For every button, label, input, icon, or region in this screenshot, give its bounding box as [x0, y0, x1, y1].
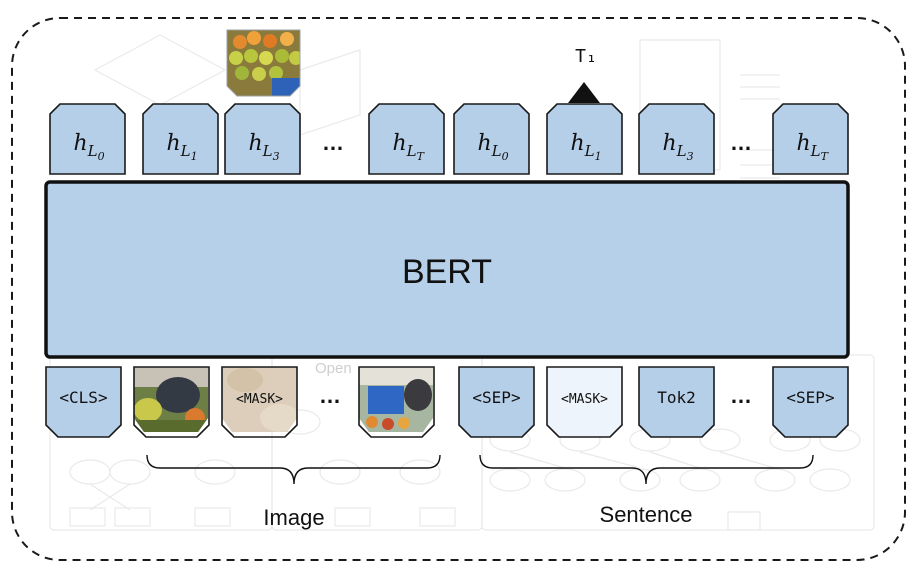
output-token-subsub: 1 [595, 150, 602, 163]
output-token-shape [453, 103, 530, 175]
output-token-base: h [393, 131, 407, 156]
output-token-subsub: T [821, 150, 830, 163]
input-token-box: <SEP> [772, 366, 849, 438]
output-token-sub: L [180, 142, 191, 160]
output-token-base: h [663, 131, 677, 156]
output-token-base: h [249, 131, 263, 156]
output-token-label: hLT [393, 131, 426, 163]
output-token-sub: L [676, 142, 687, 160]
output-token-base: h [478, 131, 492, 156]
output-ellipsis: … [322, 130, 344, 155]
output-token-subsub: 0 [502, 150, 509, 163]
output-token-base: h [571, 131, 585, 156]
input-token-box: <MASK> [546, 366, 623, 438]
output-token-box: hLT [368, 103, 445, 175]
output-token-sub: L [810, 142, 821, 160]
input-token-box [133, 366, 210, 438]
input-ellipsis: … [730, 383, 752, 408]
input-token-shape [358, 366, 435, 438]
output-token-label: hL3 [663, 131, 694, 163]
output-token-shape [546, 103, 623, 175]
output-token-subsub: 0 [98, 150, 105, 163]
mask-target-label: T₁ [575, 46, 597, 67]
output-token-base: h [74, 131, 88, 156]
input-token-label: <MASK> [561, 392, 608, 407]
output-token-label: hL3 [249, 131, 280, 163]
output-token-sub: L [584, 142, 595, 160]
input-token-label: <SEP> [472, 388, 520, 407]
background-text-right: Open [315, 360, 352, 377]
output-token-base: h [167, 131, 181, 156]
input-image-1 [134, 367, 208, 432]
output-token-sub: L [87, 142, 98, 160]
top-image-thumbnail [227, 30, 300, 96]
input-token-shape [546, 366, 623, 438]
output-token-box: hL0 [49, 103, 126, 175]
input-token-box: Tok2 [638, 366, 715, 438]
output-token-subsub: 3 [687, 150, 694, 163]
output-token-subsub: 1 [191, 150, 198, 163]
output-token-shape [638, 103, 715, 175]
input-token-label: Tok2 [657, 388, 696, 407]
input-token-box: <SEP> [458, 366, 535, 438]
output-token-sub: L [262, 142, 273, 160]
input-token-row: <CLS> <MASK> … <SEP> <MASK> Tok2 … <SEP> [45, 366, 849, 438]
input-ellipsis: … [319, 383, 341, 408]
output-token-label: hL1 [167, 131, 198, 163]
image-group-label: Image [263, 505, 324, 530]
output-token-shape [49, 103, 126, 175]
sentence-group-label: Sentence [600, 502, 693, 527]
input-token-shape [45, 366, 122, 438]
input-token-label: <CLS> [59, 388, 107, 407]
input-token-label: <SEP> [786, 388, 834, 407]
input-token-box: <CLS> [45, 366, 122, 438]
output-ellipsis: … [730, 130, 752, 155]
input-token-shape [638, 366, 715, 438]
output-token-subsub: T [417, 150, 426, 163]
output-token-box: hL0 [453, 103, 530, 175]
output-token-box: hL3 [224, 103, 301, 175]
top-image-frame [226, 29, 301, 97]
output-token-shape [772, 103, 849, 175]
output-token-shape [142, 103, 219, 175]
output-token-shape [224, 103, 301, 175]
output-token-label: hL1 [571, 131, 602, 163]
outer-dashed-border [11, 17, 906, 561]
sentence-group-brace [479, 454, 814, 485]
output-token-shape [368, 103, 445, 175]
output-token-sub: L [406, 142, 417, 160]
output-token-subsub: 3 [273, 150, 280, 163]
bert-encoder-block [44, 180, 850, 359]
input-token-box [358, 366, 435, 438]
input-token-label: <MASK> [236, 392, 283, 407]
output-token-label: hL0 [74, 131, 105, 163]
input-token-shape [221, 366, 298, 438]
input-image-3 [359, 367, 433, 432]
input-token-shape [458, 366, 535, 438]
bert-label: BERT [402, 253, 492, 291]
output-token-box: hL3 [638, 103, 715, 175]
output-token-sub: L [491, 142, 502, 160]
output-token-label: hL0 [478, 131, 509, 163]
output-token-base: h [797, 131, 811, 156]
output-token-box: hLT [772, 103, 849, 175]
output-token-box: hL1 [546, 103, 623, 175]
image-group-brace [146, 454, 441, 485]
input-image-2-masked [222, 367, 297, 432]
input-token-box: <MASK> [221, 366, 298, 438]
output-token-box: hL1 [142, 103, 219, 175]
input-token-shape [133, 366, 210, 438]
output-token-label: hLT [797, 131, 830, 163]
input-token-shape [772, 366, 849, 438]
prediction-arrow-icon [568, 82, 600, 103]
